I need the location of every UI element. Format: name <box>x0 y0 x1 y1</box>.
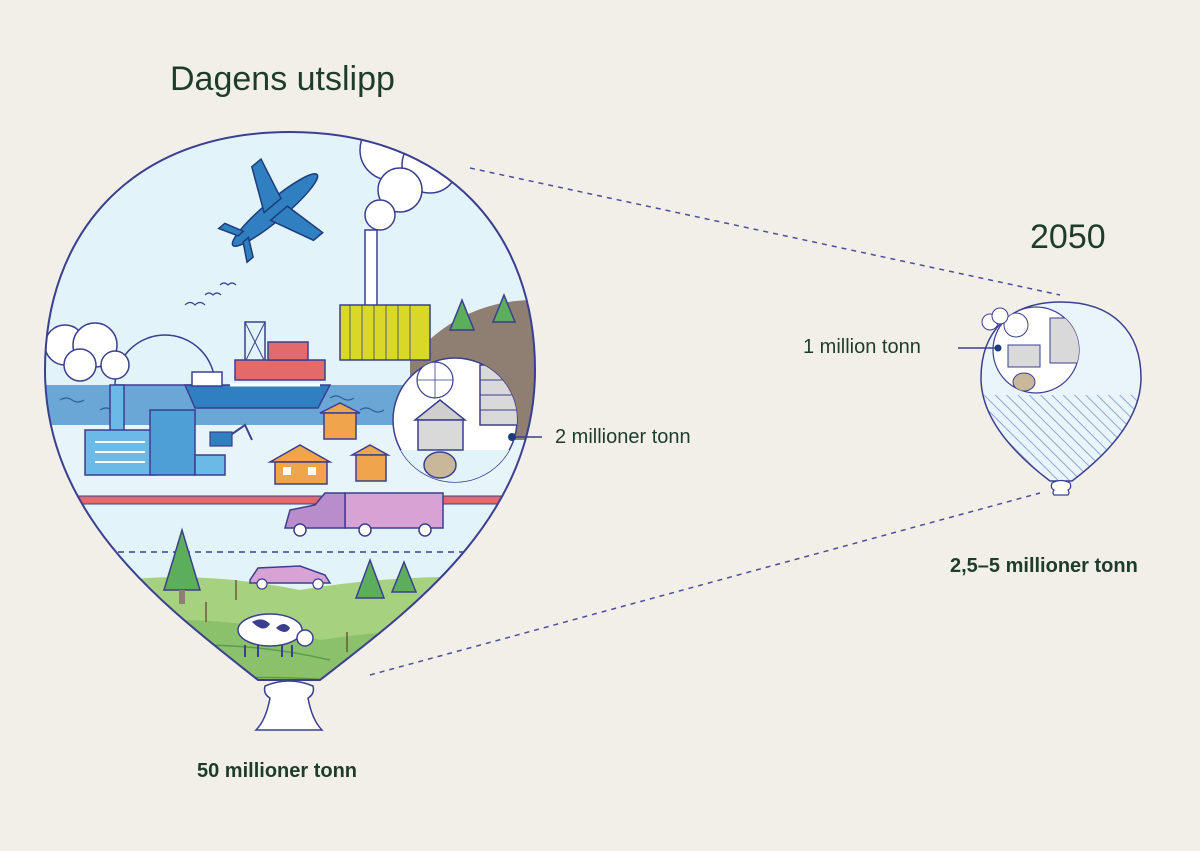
wheat-icon <box>205 580 348 652</box>
left-total-label: 50 millioner tonn <box>197 760 358 782</box>
left-callout-label: 2 millioner tonn <box>555 426 691 448</box>
connector-line-top <box>469 167 1061 296</box>
house-icon <box>349 444 391 482</box>
big-balloon-outline <box>43 130 537 681</box>
waste-bag-icon <box>423 451 457 479</box>
right-callout-label: 1 million tonn <box>803 336 921 358</box>
house-icon <box>267 444 333 485</box>
small-callout-dot <box>994 344 1002 352</box>
left-title: Dagens utslipp <box>170 60 395 98</box>
cloud-icon <box>45 322 130 382</box>
balloon-basket <box>254 680 324 731</box>
callout-dot <box>508 433 516 441</box>
airplane-icon <box>217 157 324 264</box>
cloud-icon <box>981 307 1009 331</box>
waste-sector-circle <box>392 357 542 483</box>
car-icon <box>249 565 332 590</box>
pipeline <box>45 495 535 505</box>
ship-icon <box>183 371 332 409</box>
excavator-icon <box>209 423 253 447</box>
tree-icon <box>448 297 476 331</box>
small-balloon-basket <box>1050 479 1072 496</box>
small-balloon <box>958 301 1142 496</box>
building-icon <box>412 399 468 451</box>
cow-icon <box>237 613 314 657</box>
factory-icon <box>84 384 226 476</box>
house-icon <box>319 402 361 440</box>
truck-icon <box>284 492 444 537</box>
oil-platform-icon <box>234 321 326 381</box>
tree-icon <box>390 559 418 593</box>
building-icon <box>339 304 431 361</box>
tree-icon <box>162 527 202 604</box>
tree-icon <box>491 293 517 323</box>
right-total-label: 2,5–5 millioner tonn <box>950 555 1138 577</box>
tree-icon <box>354 557 386 599</box>
big-balloon <box>43 130 542 731</box>
right-title: 2050 <box>1030 218 1106 256</box>
